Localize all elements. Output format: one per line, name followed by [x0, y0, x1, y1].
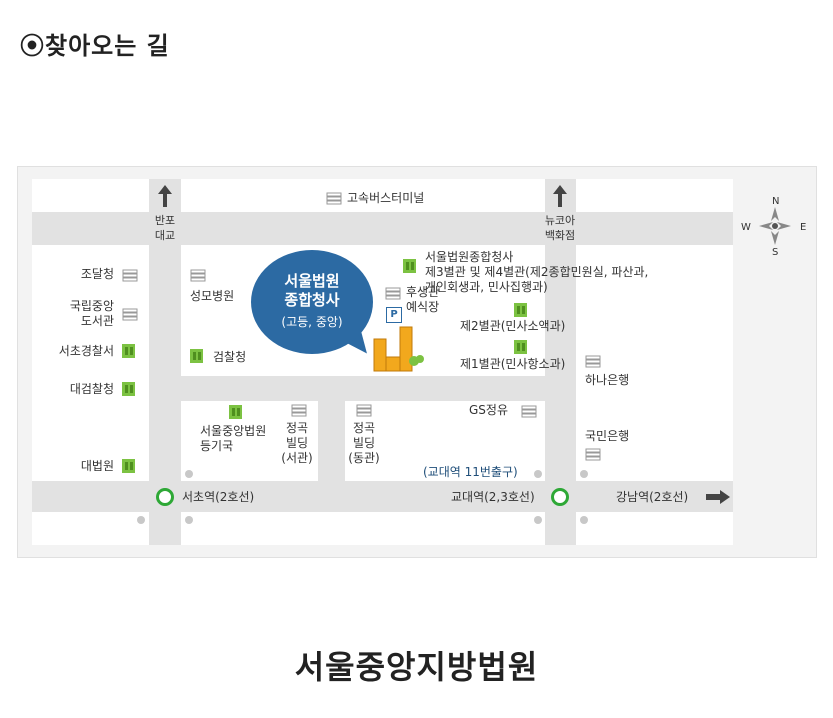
- label-kookmin: 국민은행: [585, 429, 630, 443]
- label-registry: 서울중앙법원 등기국: [200, 424, 267, 453]
- label-seocho-station: 서초역(2호선): [182, 490, 255, 504]
- compass-icon: [759, 207, 791, 245]
- court-name: 서울중앙지방법원: [294, 648, 539, 686]
- block: [32, 245, 149, 481]
- label-bus-terminal: 고속버스터미널: [347, 191, 425, 205]
- label-gs: GS정유: [469, 403, 508, 417]
- government-building-icon: [229, 405, 242, 419]
- marker-dot: [534, 470, 542, 478]
- arrow-up-icon: [158, 185, 172, 207]
- label-jeonggok-west: 정곡 빌딩 (서관): [281, 421, 313, 465]
- parking-icon: P: [386, 307, 402, 323]
- government-building-icon: [514, 303, 527, 317]
- road-mid: [181, 376, 545, 401]
- building-icon: [122, 308, 138, 321]
- block: [345, 401, 545, 481]
- government-building-icon: [514, 340, 527, 354]
- marker-dot: [580, 470, 588, 478]
- court-building-icon: [373, 326, 424, 372]
- label-prosecutor: 검찰청: [213, 350, 247, 364]
- label-banpo: 반포 대교: [154, 214, 176, 242]
- road-lower: [32, 481, 733, 512]
- government-building-icon: [122, 344, 135, 358]
- block: [181, 179, 545, 212]
- block: [32, 179, 149, 212]
- marker-dot: [185, 470, 193, 478]
- building-icon: [356, 404, 372, 417]
- government-building-icon: [190, 349, 203, 363]
- block: [181, 512, 545, 545]
- road-banpo: [149, 179, 181, 545]
- block: [32, 512, 149, 545]
- compass-s: S: [772, 247, 779, 258]
- government-building-icon: [122, 382, 135, 396]
- label-supreme-prosecutor: 대검찰청: [69, 382, 114, 396]
- marker-dot: [534, 516, 542, 524]
- building-icon: [190, 269, 206, 282]
- label-annex2: 제2별관(민사소액과): [460, 319, 566, 333]
- label-supreme-court: 대법원: [80, 459, 114, 473]
- government-building-icon: [403, 259, 416, 273]
- building-icon: [291, 404, 307, 417]
- label-seongmo: 성모병원: [190, 289, 235, 303]
- label-library: 국립중앙 도서관: [69, 299, 114, 328]
- label-gangnam-station: 강남역(2호선): [616, 490, 689, 504]
- label-annex1: 제1별관(민사항소과): [460, 357, 566, 371]
- bubble-title: 서울법원 종합청사: [284, 272, 340, 309]
- road-upper: [32, 212, 733, 245]
- marker-dot: [580, 516, 588, 524]
- court-bubble: 서울법원 종합청사 (고등, 중앙): [251, 250, 373, 354]
- label-hana: 하나은행: [585, 373, 630, 387]
- block: [181, 401, 318, 481]
- label-jodal: 조달청: [80, 267, 114, 281]
- bubble-subtitle: (고등, 중앙): [281, 315, 343, 329]
- road-small: [318, 401, 345, 481]
- building-icon: [326, 192, 342, 205]
- road-newcore: [545, 179, 576, 545]
- building-icon: [385, 287, 401, 300]
- marker-dot: [185, 516, 193, 524]
- label-gyodae-station: 교대역(2,3호선): [451, 490, 535, 504]
- compass-e: E: [800, 222, 807, 233]
- government-building-icon: [122, 459, 135, 473]
- building-icon: [122, 269, 138, 282]
- arrow-right-icon: [706, 490, 730, 504]
- building-icon: [521, 405, 537, 418]
- label-newcore: 뉴코아 백화점: [544, 214, 576, 242]
- subway-station-icon: [551, 488, 569, 506]
- location-map: 반포 대교 뉴코아 백화점 고속버스터미널 조달청 국립중앙 도서관 서초경찰서…: [17, 166, 817, 558]
- label-court-annex: 서울법원종합청사 제3별관 및 제4별관(제2종합민원실, 파산과, 개인회생과…: [425, 250, 649, 294]
- compass-n: N: [772, 196, 780, 207]
- block: [576, 512, 733, 545]
- marker-dot: [137, 516, 145, 524]
- building-icon: [585, 448, 601, 461]
- label-seocho-police: 서초경찰서: [58, 344, 114, 358]
- label-exit: (교대역 11번출구): [423, 465, 518, 479]
- compass-w: W: [741, 222, 751, 233]
- arrow-up-icon: [553, 185, 567, 207]
- block: [576, 179, 733, 212]
- label-jeonggok-east: 정곡 빌딩 (동관): [348, 421, 380, 465]
- subway-station-icon: [156, 488, 174, 506]
- building-icon: [585, 355, 601, 368]
- label-welfare: 후생관 예식장: [406, 285, 440, 314]
- page-title: ⦿찾아오는 길: [20, 32, 170, 60]
- block: [576, 245, 733, 481]
